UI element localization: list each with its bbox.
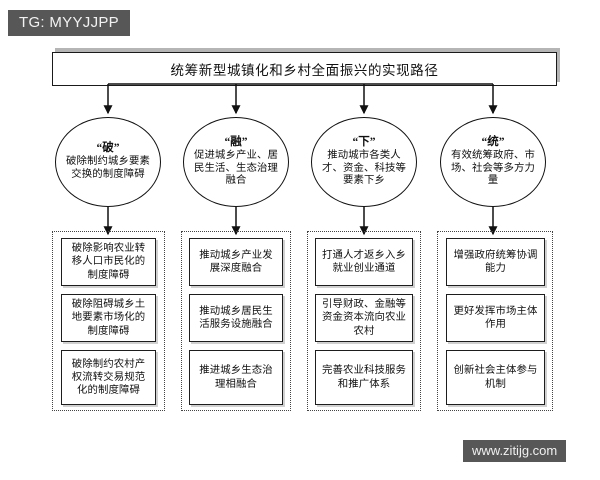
- leaf-box[interactable]: 破除影响农业转移人口市民化的制度障碍: [61, 238, 156, 286]
- leaf-box[interactable]: 增强政府统筹协调能力: [446, 238, 545, 286]
- leaf-box[interactable]: 推动城乡产业发展深度融合: [189, 238, 283, 286]
- branch-summary-rong: 促进城乡产业、居民生活、生态治理融合: [194, 150, 278, 187]
- site-watermark: www.zitijg.com: [463, 440, 567, 462]
- branch-summary-tong: 有效统筹政府、市场、社会等多方力量: [451, 150, 535, 187]
- leaf-box[interactable]: 推进城乡生态治理相融合: [189, 350, 283, 405]
- page-title: 统筹新型城镇化和乡村全面振兴的实现路径: [170, 63, 439, 78]
- branch-summary-xia: 推动城市各类人才、资金、科技等要素下乡: [322, 150, 406, 187]
- leaf-box[interactable]: 完善农业科技服务和推广体系: [315, 350, 413, 405]
- branch-summary-po: 破除制约城乡要素交换的制度障碍: [66, 156, 150, 181]
- leaf-box[interactable]: 更好发挥市场主体作用: [446, 294, 545, 342]
- leaf-box[interactable]: 引导财政、金融等资金资本流向农业农村: [315, 294, 413, 342]
- leaf-box[interactable]: 破除阻碍城乡土地要素市场化的制度障碍: [61, 294, 156, 342]
- branch-key-xia: “下”: [352, 135, 376, 148]
- root-title-box: 统筹新型城镇化和乡村全面振兴的实现路径: [52, 52, 557, 86]
- branch-key-tong: “统”: [481, 135, 505, 148]
- branch-node-rong[interactable]: “融” 促进城乡产业、居民生活、生态治理融合: [183, 117, 289, 207]
- branch-node-po[interactable]: “破” 破除制约城乡要素交换的制度障碍: [55, 117, 161, 207]
- leaf-box[interactable]: 创新社会主体参与机制: [446, 350, 545, 405]
- branch-key-po: “破”: [96, 142, 120, 155]
- tg-badge: TG: MYYJJPP: [8, 10, 130, 36]
- branch-key-rong: “融”: [224, 135, 248, 148]
- leaf-box[interactable]: 推动城乡居民生活服务设施融合: [189, 294, 283, 342]
- leaf-box[interactable]: 破除制约农村产权流转交易规范化的制度障碍: [61, 350, 156, 405]
- branch-node-tong[interactable]: “统” 有效统筹政府、市场、社会等多方力量: [440, 117, 546, 207]
- leaf-box[interactable]: 打通人才返乡入乡就业创业通道: [315, 238, 413, 286]
- branch-node-xia[interactable]: “下” 推动城市各类人才、资金、科技等要素下乡: [311, 117, 417, 207]
